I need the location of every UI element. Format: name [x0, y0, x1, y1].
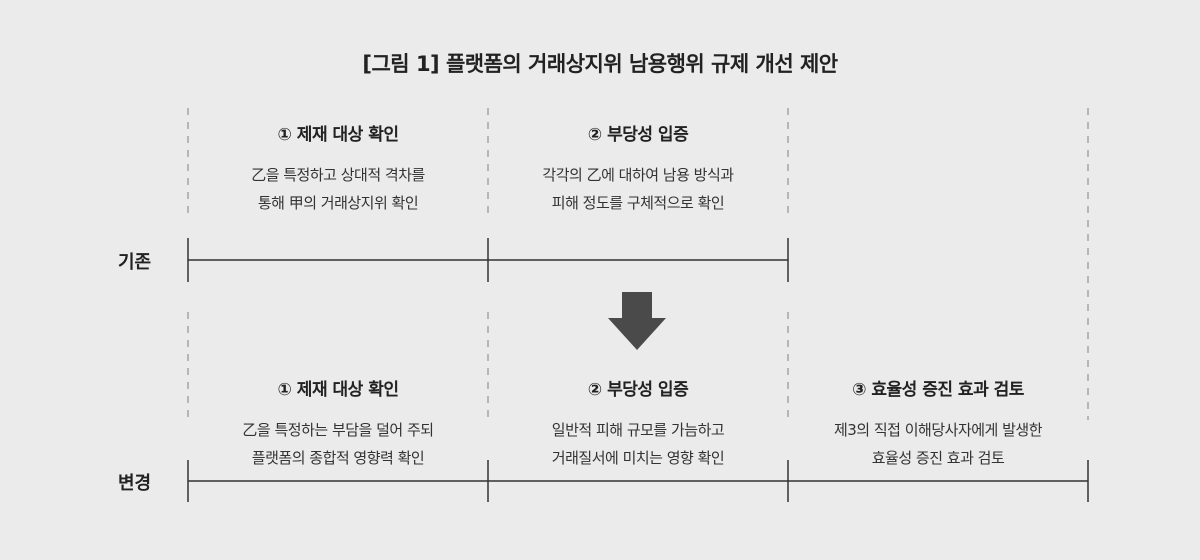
- down-arrow-icon: [608, 292, 666, 350]
- step-heading: ② 부당성 입증: [587, 380, 689, 400]
- step-desc-line: 효율성 증진 효과 검토: [871, 449, 1005, 467]
- step-heading: ③ 효율성 증진 효과 검토: [852, 380, 1024, 400]
- step-heading: ① 제재 대상 확인: [277, 125, 400, 145]
- step-desc-line: 플랫폼의 종합적 영향력 확인: [251, 449, 425, 467]
- figure-title: [그림 1] 플랫폼의 거래상지위 남용행위 규제 개선 제안: [362, 52, 838, 76]
- step-heading: ② 부당성 입증: [587, 125, 689, 145]
- after-timeline: [187, 460, 1089, 502]
- step-desc-line: 피해 정도를 구체적으로 확인: [551, 194, 725, 212]
- step-desc-line: 각각의 乙에 대하여 남용 방식과: [542, 166, 734, 184]
- row-label-after: 변경: [118, 473, 152, 494]
- step-desc-line: 제3의 직접 이해당사자에게 발생한: [833, 421, 1043, 439]
- before-timeline: [187, 238, 789, 282]
- step-desc-line: 일반적 피해 규모를 가늠하고: [551, 421, 725, 439]
- row-label-before: 기존: [118, 252, 152, 273]
- step-heading: ① 제재 대상 확인: [277, 380, 400, 400]
- step-desc-line: 乙을 특정하고 상대적 격차를: [251, 166, 425, 184]
- step-desc-line: 통해 甲의 거래상지위 확인: [257, 194, 419, 212]
- step-desc-line: 乙을 특정하는 부담을 덜어 주되: [242, 421, 434, 439]
- column-dividers: [187, 108, 1089, 420]
- step-desc-line: 거래질서에 미치는 영향 확인: [551, 449, 725, 467]
